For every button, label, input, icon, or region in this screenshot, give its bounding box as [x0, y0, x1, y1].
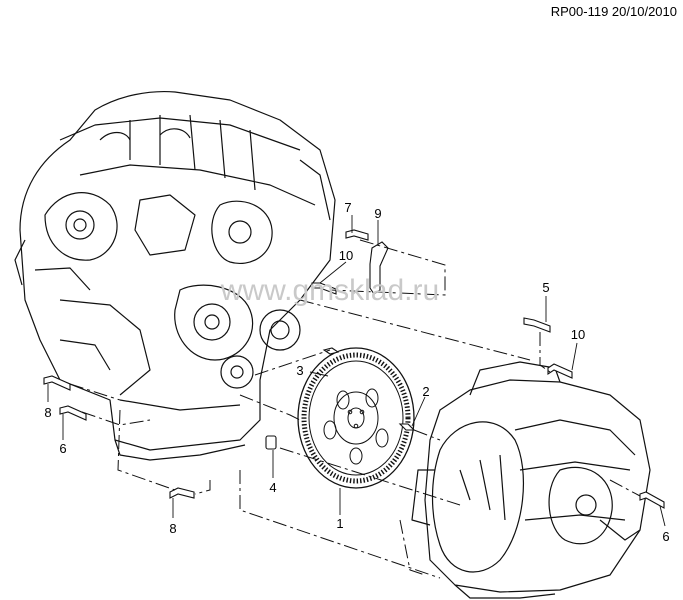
callout-label-3: 3: [296, 363, 303, 378]
bracket-9: [369, 241, 389, 295]
bolt-6-right: [639, 491, 665, 509]
callout-label-8: 8: [169, 521, 176, 536]
stud-5: [523, 317, 551, 333]
diagram-reference-code: RP00-119 20/10/2010: [550, 4, 677, 19]
bolt-10-right: [547, 363, 573, 379]
callout-label-1: 1: [336, 516, 343, 531]
callout-label-10: 10: [339, 248, 353, 263]
bolt-8-upper: [43, 375, 71, 391]
leader-lines: [47, 215, 666, 527]
callout-labels: 7 9 10 5 10 3 2 8 6 4 1 8 6: [44, 200, 669, 544]
engine-assembly: [14, 91, 336, 461]
callout-label-8: 8: [44, 405, 51, 420]
callout-label-6: 6: [59, 441, 66, 456]
callout-label-2: 2: [422, 384, 429, 399]
callout-label-5: 5: [542, 280, 549, 295]
alignment-lines: [69, 239, 641, 579]
callout-label-7: 7: [344, 200, 351, 215]
bolt-3: [322, 347, 340, 355]
bolt-7: [345, 229, 369, 241]
flywheel: [297, 347, 415, 489]
callout-label-9: 9: [374, 206, 381, 221]
dowel-4: [265, 435, 277, 450]
bolt-8-lower: [169, 487, 195, 499]
callout-label-6: 6: [662, 529, 669, 544]
transmission-assembly: [411, 361, 651, 599]
fasteners: [43, 229, 665, 509]
bolt-6-left: [59, 405, 87, 421]
watermark-text: www.gmsklad.ru: [220, 274, 439, 307]
callout-label-10: 10: [571, 327, 585, 342]
callout-label-4: 4: [269, 480, 276, 495]
